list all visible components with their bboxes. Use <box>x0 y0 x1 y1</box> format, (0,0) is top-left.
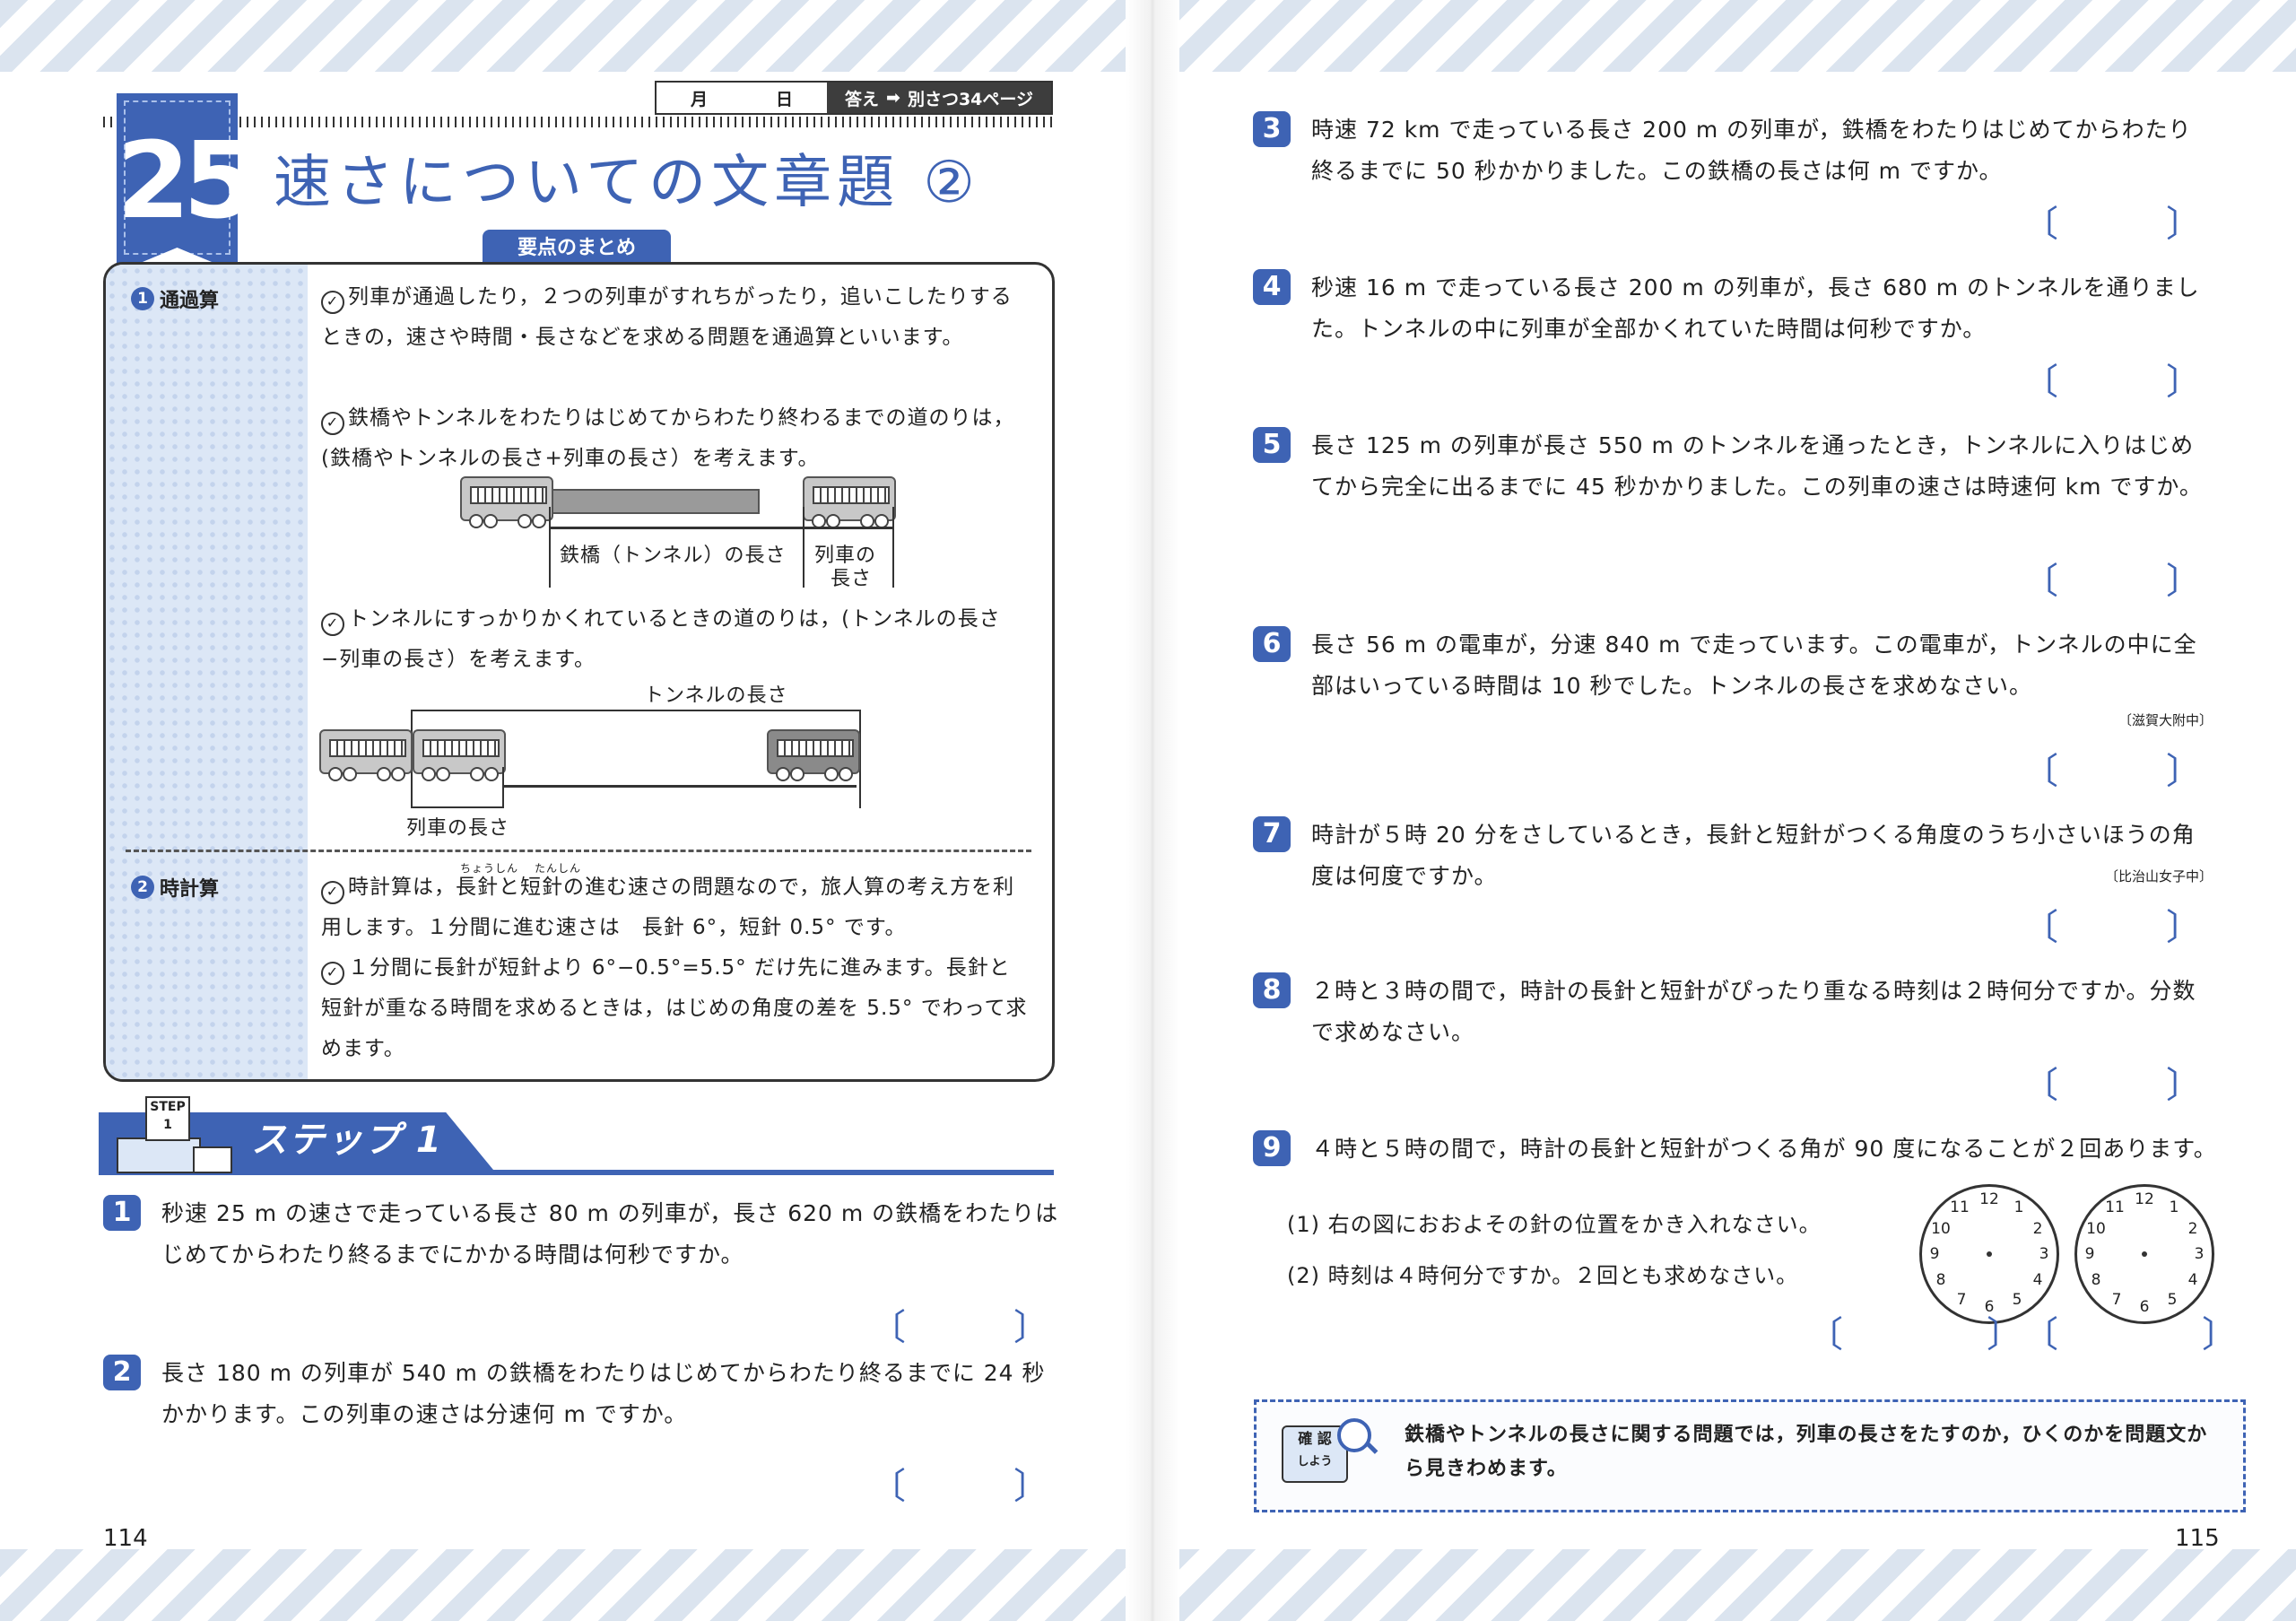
problem-9-sub-2: (2) 時刻は４時何分ですか。２回とも求めなさい。 <box>1287 1263 1799 1288</box>
train-length-label-2: 長さ <box>831 568 873 590</box>
section-divider <box>126 850 1031 852</box>
section-text-tsuukazan-3: ✓トンネルにすっかりかくれているときの道のりは，(トンネルの長さ−列車の長さ）を… <box>321 607 1001 671</box>
problem-number-badge: 8 <box>1253 972 1291 1008</box>
problem-text: 長さ 56 m の電車が，分速 840 m で走っています。この電車が，トンネル… <box>1311 632 2197 699</box>
problem-source: 〔滋賀大附中〕 <box>2118 712 2213 728</box>
answer-field-5[interactable]: 〔〕 <box>2022 561 2202 602</box>
title-rule <box>103 117 1054 127</box>
podium-icon <box>117 1137 201 1173</box>
section-number-badge: 1 <box>131 287 154 310</box>
magnifier-icon <box>1337 1418 1371 1452</box>
bridge-length-label: 鉄橋（トンネル）の長さ <box>560 545 787 567</box>
left-page: 月 日 答え ➡ 別さつ34ページ 25 速さについての文章題 ② 要点のまとめ… <box>0 72 1126 1552</box>
arrow-icon: ➡ <box>886 88 900 108</box>
chapter-ribbon: 25 <box>117 93 238 273</box>
problem-text: 長さ 180 m の列車が 540 m の鉄橋をわたりはじめてからわたり終るまで… <box>161 1360 1046 1427</box>
summary-sidebar <box>106 265 308 1079</box>
problem-text: 秒速 16 m で走っている長さ 200 m の列車が，長さ 680 m のトン… <box>1311 275 2200 342</box>
problem-text: 時速 72 km で走っている長さ 200 m の列車が，鉄橋をわたりはじめてか… <box>1311 117 2192 184</box>
check-icon: ✓ <box>321 613 344 636</box>
step-flag-icon: STEP 1 <box>145 1096 190 1141</box>
problem-9-sub-1: (1) 右の図におおよその針の位置をかき入れなさい。 <box>1287 1212 1822 1237</box>
inside-distance-arrow <box>502 785 857 788</box>
tunnel-length-label: トンネルの長さ <box>644 684 788 707</box>
answer-ref: 答え ➡ 別さつ34ページ <box>827 83 1051 113</box>
confirm-text: 鉄橋やトンネルの長さに関する問題では，列車の長さをたすのか，ひくのかを問題文から… <box>1405 1424 2208 1480</box>
problem-text: 時計が５時 20 分をさしているとき，長針と短針がつくる角度のうち小さいほうの角… <box>1311 822 2196 889</box>
train-entering <box>319 729 413 781</box>
answer-field-4[interactable]: 〔〕 <box>2022 362 2202 403</box>
section-number-badge: 2 <box>131 876 154 899</box>
train-inside <box>413 729 506 781</box>
day-label: 日 <box>775 89 793 109</box>
answer-field-6[interactable]: 〔〕 <box>2022 751 2202 792</box>
train-length-label: 列車の長さ <box>406 817 510 840</box>
section-heading-tokeizan: 2 時計算 <box>131 873 219 902</box>
answer-field-8[interactable]: 〔〕 <box>2022 1065 2202 1106</box>
train-length-label-1: 列車の <box>814 545 877 567</box>
confirm-box: 確 認 しよう 鉄橋やトンネルの長さに関する問題では，列車の長さをたすのか，ひく… <box>1254 1399 2246 1512</box>
answer-field-3[interactable]: 〔〕 <box>2022 204 2202 245</box>
ruby-short-hand: たんしん <box>535 862 582 875</box>
train-exiting <box>767 729 860 781</box>
page-title: 速さについての文章題 ② <box>274 150 980 216</box>
month-label: 月 <box>690 89 708 109</box>
summary-tab: 要点のまとめ <box>483 230 671 262</box>
problem-number-badge: 6 <box>1253 626 1291 662</box>
chapter-number: 25 <box>117 118 250 242</box>
answer-field-9a[interactable]: 〔〕 <box>1807 1314 2022 1355</box>
date-answer-box: 月 日 答え ➡ 別さつ34ページ <box>655 81 1053 115</box>
problem-number-badge: 9 <box>1253 1130 1291 1166</box>
answer-field-7[interactable]: 〔〕 <box>2022 907 2202 948</box>
problem-number-badge: 3 <box>1253 111 1291 147</box>
page-number-right: 115 <box>2175 1525 2220 1552</box>
page-number-left: 114 <box>103 1525 148 1552</box>
problem-number-badge: 4 <box>1253 269 1291 305</box>
section-text-tsuukazan-1: ✓列車が通過したり，２つの列車がすれちがったり，追いこしたりするときの，速さや時… <box>321 285 1013 349</box>
section-heading-tsuukazan: 1 通過算 <box>131 284 219 313</box>
train-start <box>460 476 553 528</box>
problem-number-badge: 2 <box>103 1355 141 1390</box>
right-page: 3 時速 72 km で走っている長さ 200 m の列車が，鉄橋をわたりはじめ… <box>1179 72 2296 1552</box>
check-icon: ✓ <box>321 291 344 314</box>
check-icon: ✓ <box>321 412 344 435</box>
book-gutter <box>1126 0 1179 1621</box>
clock-face-2[interactable]: 12 1 2 3 4 5 6 7 8 9 10 11 <box>2074 1184 2214 1324</box>
problem-text: ４時と５時の間で，時計の長針と短針がつくる角が 90 度になることが２回あります… <box>1311 1136 2217 1162</box>
step-1-band: STEP 1 ステップ 1 <box>99 1096 1054 1175</box>
problem-text: ２時と３時の間で，時計の長針と短針がぴったり重なる時刻は２時何分ですか。分数で求… <box>1311 978 2196 1045</box>
check-icon: ✓ <box>321 881 344 904</box>
step-label: ステップ 1 <box>251 1120 443 1161</box>
summary-box: 1 通過算 ✓列車が通過したり，２つの列車がすれちがったり，追いこしたりするとき… <box>103 262 1055 1082</box>
ruby-long-hand: ちょうしん <box>460 862 519 875</box>
section-text-tokeizan-2: ✓１分間に長針が短針より 6°−0.5°=5.5° だけ先に進みます。長針と短針… <box>321 956 1028 1060</box>
problem-number-badge: 5 <box>1253 427 1291 463</box>
problem-source: 〔比治山女子中〕 <box>2104 868 2213 885</box>
distance-arrow <box>549 527 892 529</box>
problem-text: 長さ 125 m の列車が長さ 550 m のトンネルを通ったとき，トンネルに入… <box>1311 432 2203 500</box>
section-text-tsuukazan-2: ✓鉄橋やトンネルをわたりはじめてからわたり終わるまでの道のりは，(鉄橋やトンネル… <box>321 406 1015 470</box>
problem-number-badge: 1 <box>103 1195 141 1231</box>
answer-field-1[interactable]: 〔〕 <box>870 1307 1049 1348</box>
train-end <box>803 476 896 528</box>
check-icon: ✓ <box>321 962 344 985</box>
answer-field-9b[interactable]: 〔〕 <box>2022 1314 2238 1355</box>
problem-number-badge: 7 <box>1253 816 1291 852</box>
section-text-tokeizan-1: ✓時計算は，長針と短針の進む速さの問題なので，旅人算の考え方を利用します。１分間… <box>321 876 1015 939</box>
clock-face-1[interactable]: 12 1 2 3 4 5 6 7 8 9 10 11 <box>1919 1184 2059 1324</box>
problem-text: 秒速 25 m の速さで走っている長さ 80 m の列車が，長さ 620 m の… <box>161 1200 1059 1268</box>
answer-field-2[interactable]: 〔〕 <box>870 1466 1049 1507</box>
